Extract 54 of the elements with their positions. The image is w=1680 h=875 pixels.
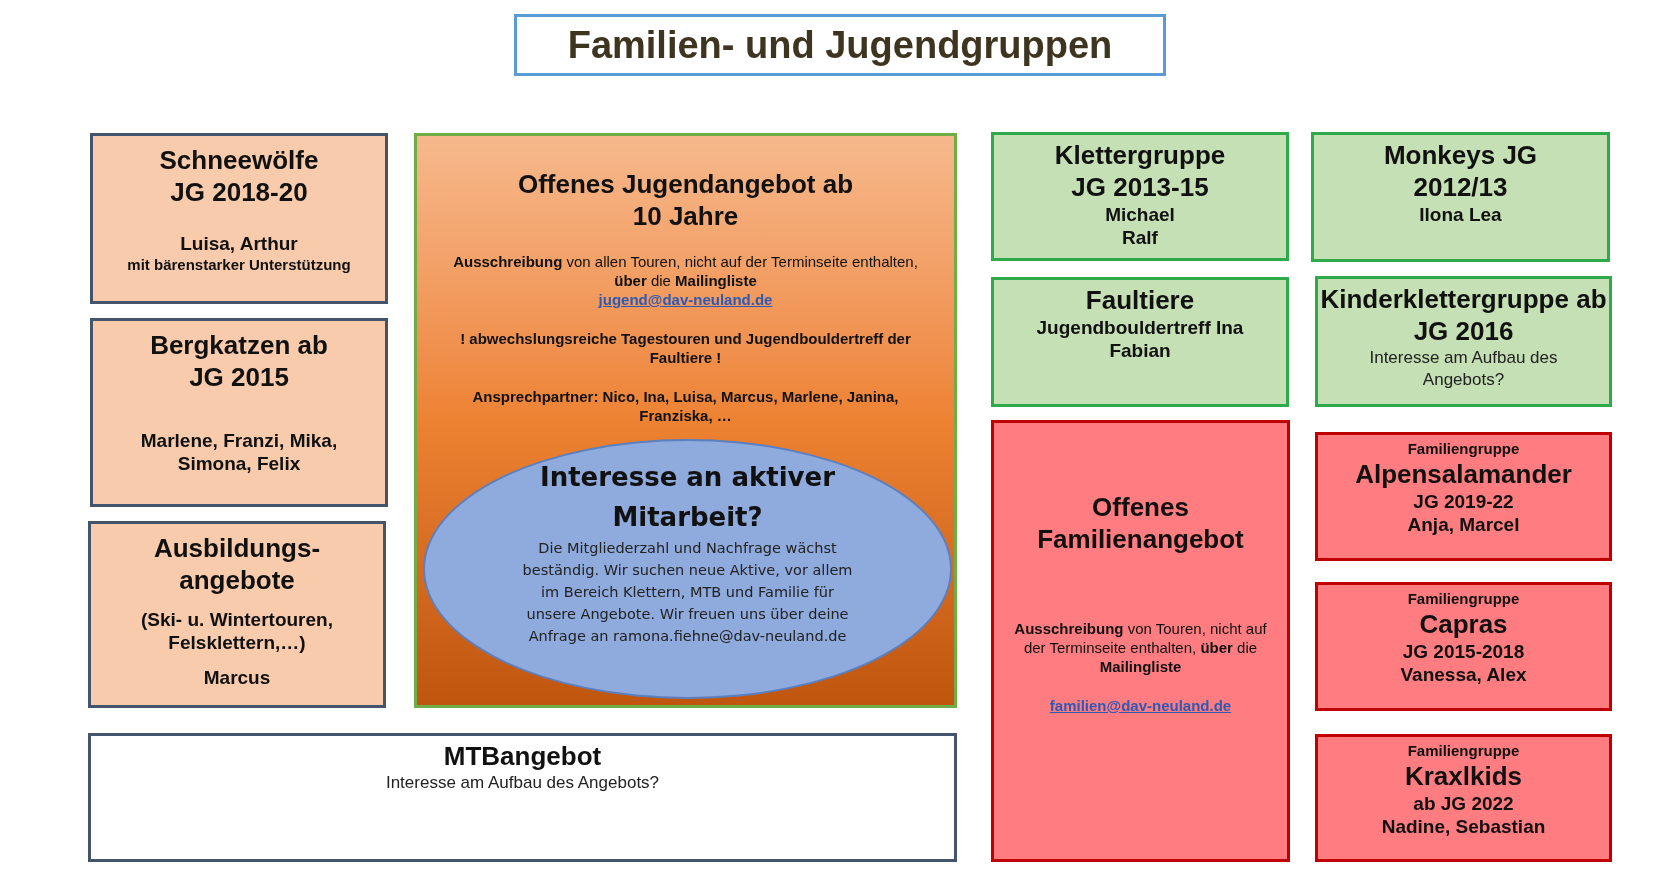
email-link: familien@dav-neuland.de xyxy=(1049,696,1232,715)
contact-names: Ansprechpartner: Nico, Ina, Luisa, Marcus, Marlene, Janina, Franziska, … xyxy=(471,387,900,425)
contact-names: Nadine, Sebastian xyxy=(1381,815,1546,838)
group-heading: Monkeys JG 2012/13 xyxy=(1382,139,1539,203)
ellipse-body-text: Die Mitgliederzahl und Nachfrage wächst beständig. Wir suchen neue Aktive, vor allem im Bereich Klettern, MTB und Familie für unsere Angebote. Wir freuen uns über deine Anfrage an ramona.fiehne@dav-neuland.de xyxy=(521,539,854,646)
group-label: Familiengruppe xyxy=(1407,741,1520,760)
group-box xyxy=(1315,734,1612,862)
group-heading: Faultiere xyxy=(1085,284,1195,316)
group-heading: Kinderklettergruppe ab JG 2016 xyxy=(1319,283,1608,347)
group-heading: Klettergruppe JG 2013-15 xyxy=(1053,139,1227,203)
group-box xyxy=(90,318,388,507)
group-box xyxy=(991,420,1290,862)
group-heading: Bergkatzen ab JG 2015 xyxy=(149,329,329,393)
contact-names: Ilona Lea xyxy=(1418,203,1503,226)
title-banner: Familien- und Jugendgruppen xyxy=(514,14,1166,76)
note-text: Interesse am Aufbau des Angebots? xyxy=(385,772,660,794)
description-text: Ausschreibung von allen Touren, nicht auf der Terminseite enthalten, über die Mailingliste xyxy=(452,252,919,290)
ellipse-heading: Interesse an aktiver Mitarbeit? xyxy=(539,461,836,534)
group-box xyxy=(1311,132,1610,262)
group-heading: Capras xyxy=(1419,608,1508,640)
note-text: mit bärenstarker Unterstützung xyxy=(127,255,351,274)
group-box xyxy=(90,133,388,304)
contact-names: Vanessa, Alex xyxy=(1400,663,1527,686)
contact-names: Anja, Marcel xyxy=(1407,513,1520,536)
contact-names: Marcus xyxy=(203,666,271,689)
group-heading: MTBangebot xyxy=(443,740,602,772)
contact-names: Marlene, Franzi, Mika, Simona, Felix xyxy=(139,429,339,475)
group-box xyxy=(88,521,386,708)
group-box xyxy=(414,133,957,708)
note-text: Interesse am Aufbau des Angebots? xyxy=(1368,347,1559,391)
birth-year-text: ab JG 2022 xyxy=(1413,792,1514,815)
group-box xyxy=(1315,276,1612,407)
group-heading: Kraxlkids xyxy=(1404,760,1523,792)
highlight-text: ! abwechslungsreiche Tagestouren und Jugendbouldertreff der Faultiere ! xyxy=(459,329,912,367)
group-heading: Schneewölfe JG 2018-20 xyxy=(158,144,320,208)
contact-names: Michael Ralf xyxy=(1104,203,1176,249)
email-link: jugend@dav-neuland.de xyxy=(598,290,773,309)
group-heading: Ausbildungs- angebote xyxy=(152,532,322,596)
contact-names: Luisa, Arthur xyxy=(180,232,298,255)
group-heading: Offenes Familienangebot xyxy=(1036,491,1245,555)
group-box xyxy=(991,132,1289,261)
description-text: Ausschreibung von Touren, nicht auf der Terminseite enthalten, über die Mailingliste xyxy=(1013,619,1268,676)
group-box xyxy=(1315,432,1612,561)
birth-year-text: JG 2015-2018 xyxy=(1402,640,1525,663)
group-heading: Alpensalamander xyxy=(1355,458,1572,490)
group-label: Familiengruppe xyxy=(1407,589,1520,608)
group-label: Familiengruppe xyxy=(1407,439,1520,458)
activity-text: (Ski- u. Wintertouren, Felsklettern,…) xyxy=(140,608,334,654)
group-box xyxy=(991,277,1289,407)
birth-year-text: JG 2019-22 xyxy=(1413,490,1514,513)
group-box xyxy=(88,733,957,862)
contact-names: Jugendbouldertreff Ina Fabian xyxy=(1035,316,1245,362)
group-heading: Offenes Jugendangebot ab 10 Jahre xyxy=(516,168,855,232)
group-box xyxy=(1315,582,1612,711)
